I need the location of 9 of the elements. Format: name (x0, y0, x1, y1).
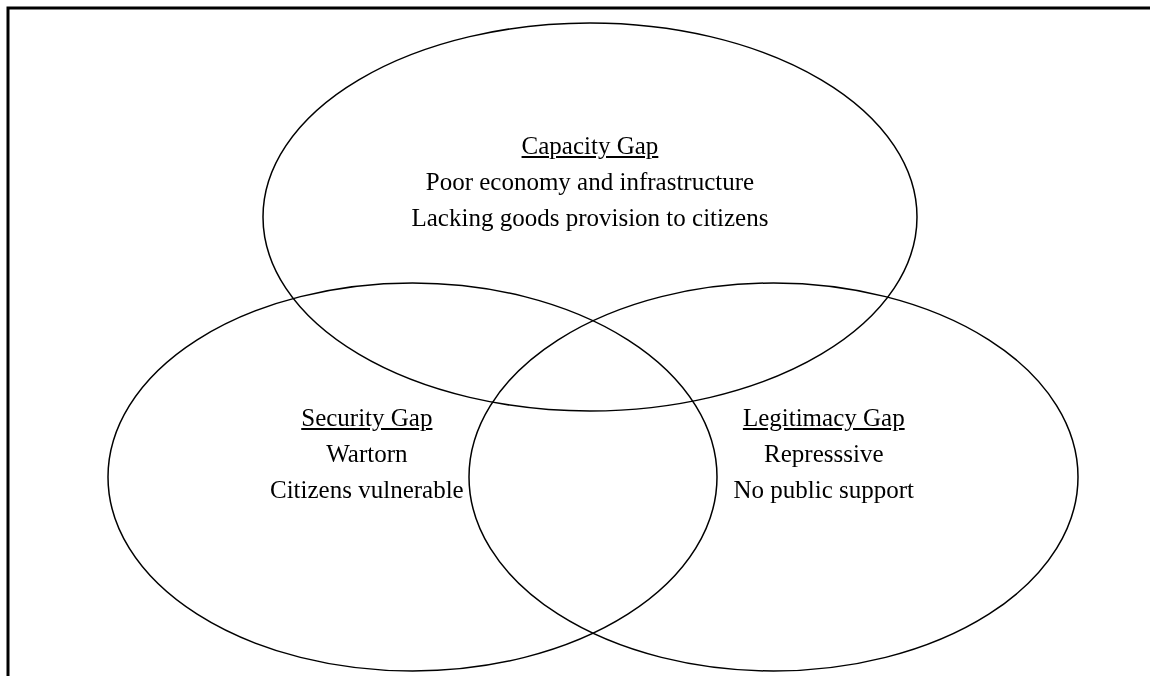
set-description: Represssive (764, 439, 884, 469)
set-heading: Legitimacy Gap (742, 403, 905, 433)
set-description: Wartorn (326, 439, 408, 469)
set-heading: Security Gap (301, 403, 433, 433)
set-heading: Capacity Gap (521, 131, 659, 161)
set-description: No public support (733, 475, 915, 505)
set-description: Poor economy and infrastructure (425, 167, 755, 197)
set-description: Citizens vulnerable (270, 475, 464, 505)
set-description: Lacking goods provision to citizens (411, 203, 769, 233)
